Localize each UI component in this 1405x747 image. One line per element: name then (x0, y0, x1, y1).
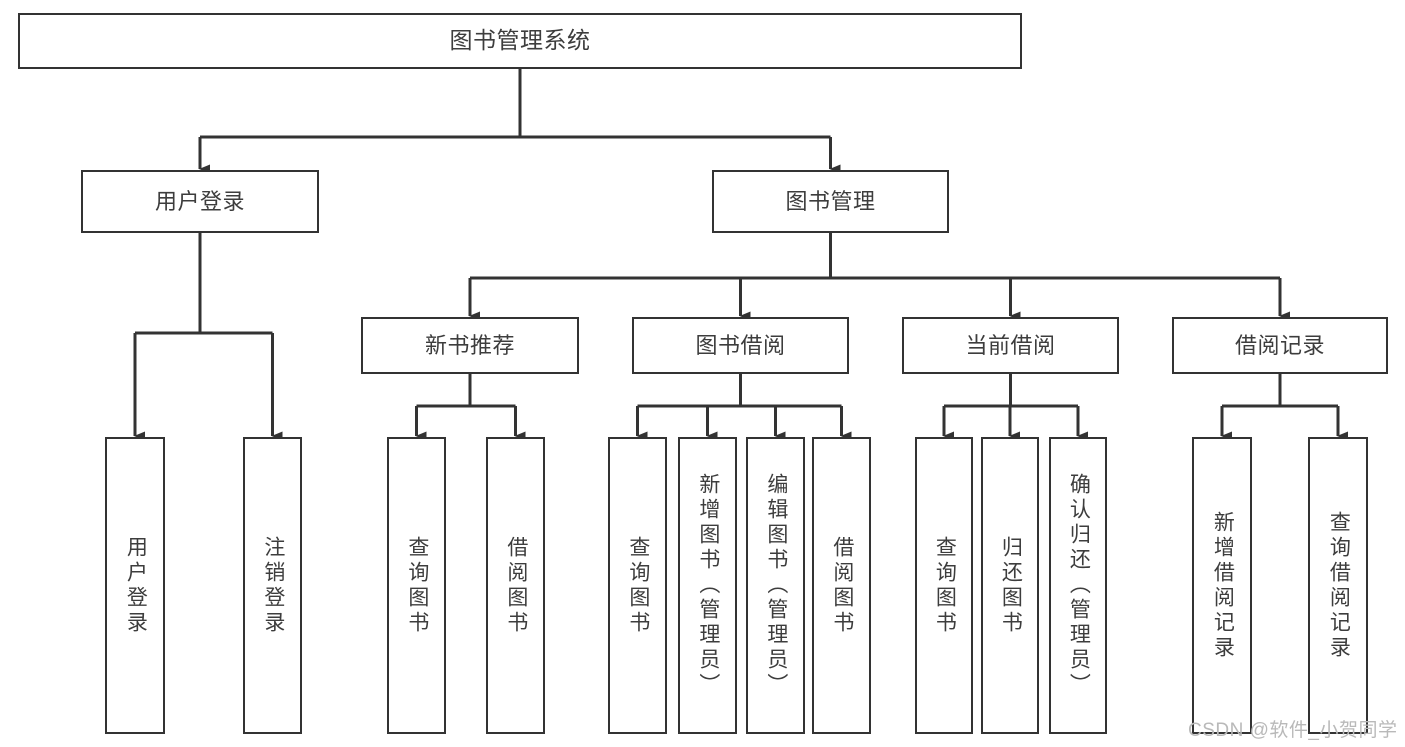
node-l-login[interactable]: 用户登录 (105, 437, 165, 734)
node-l-addrec[interactable]: 新增借阅记录 (1192, 437, 1252, 734)
node-l-query1[interactable]: 查询图书 (387, 437, 446, 734)
connector-lines (133, 69, 1348, 441)
node-l-query3[interactable]: 查询图书 (915, 437, 973, 734)
node-newbook[interactable]: 新书推荐 (361, 317, 579, 374)
node-l-return[interactable]: 归还图书 (981, 437, 1039, 734)
node-label: 当前借阅 (965, 332, 1056, 358)
node-l-confirm[interactable]: 确认归还（管理员） (1049, 437, 1107, 734)
node-bookmgmt[interactable]: 图书管理 (712, 170, 949, 233)
node-label: 借阅记录 (1234, 332, 1325, 358)
node-label: 图书借阅 (695, 332, 786, 358)
node-label: 查询图书 (933, 535, 957, 636)
node-label: 新增图书（管理员） (696, 473, 720, 698)
node-label: 用户登录 (154, 188, 245, 214)
node-label: 图书管理系统 (449, 27, 591, 54)
node-l-borrow2[interactable]: 借阅图书 (812, 437, 871, 734)
node-borrow[interactable]: 图书借阅 (632, 317, 849, 374)
node-label: 确认归还（管理员） (1067, 473, 1091, 698)
node-l-query2[interactable]: 查询图书 (608, 437, 667, 734)
node-label: 用户登录 (124, 535, 148, 636)
node-label: 图书管理 (785, 188, 876, 214)
node-label: 新书推荐 (424, 332, 515, 358)
node-label: 查询图书 (626, 535, 650, 636)
node-login[interactable]: 用户登录 (81, 170, 319, 233)
node-current[interactable]: 当前借阅 (902, 317, 1119, 374)
node-l-queryrec[interactable]: 查询借阅记录 (1308, 437, 1368, 734)
node-label: 注销登录 (261, 535, 285, 636)
node-label: 借阅图书 (504, 535, 528, 636)
node-label: 新增借阅记录 (1211, 510, 1235, 661)
node-l-edit[interactable]: 编辑图书（管理员） (746, 437, 805, 734)
watermark-credit: CSDN @软件_小贺同学 (1188, 720, 1398, 741)
node-root[interactable]: 图书管理系统 (18, 13, 1022, 69)
node-label: 借阅图书 (830, 535, 854, 636)
node-l-borrow1[interactable]: 借阅图书 (486, 437, 545, 734)
node-label: 编辑图书（管理员） (764, 473, 788, 698)
node-l-logout[interactable]: 注销登录 (243, 437, 302, 734)
node-label: 查询借阅记录 (1327, 510, 1351, 661)
node-records[interactable]: 借阅记录 (1172, 317, 1388, 374)
node-l-add[interactable]: 新增图书（管理员） (678, 437, 737, 734)
node-label: 查询图书 (405, 535, 429, 636)
node-label: 归还图书 (999, 535, 1023, 636)
